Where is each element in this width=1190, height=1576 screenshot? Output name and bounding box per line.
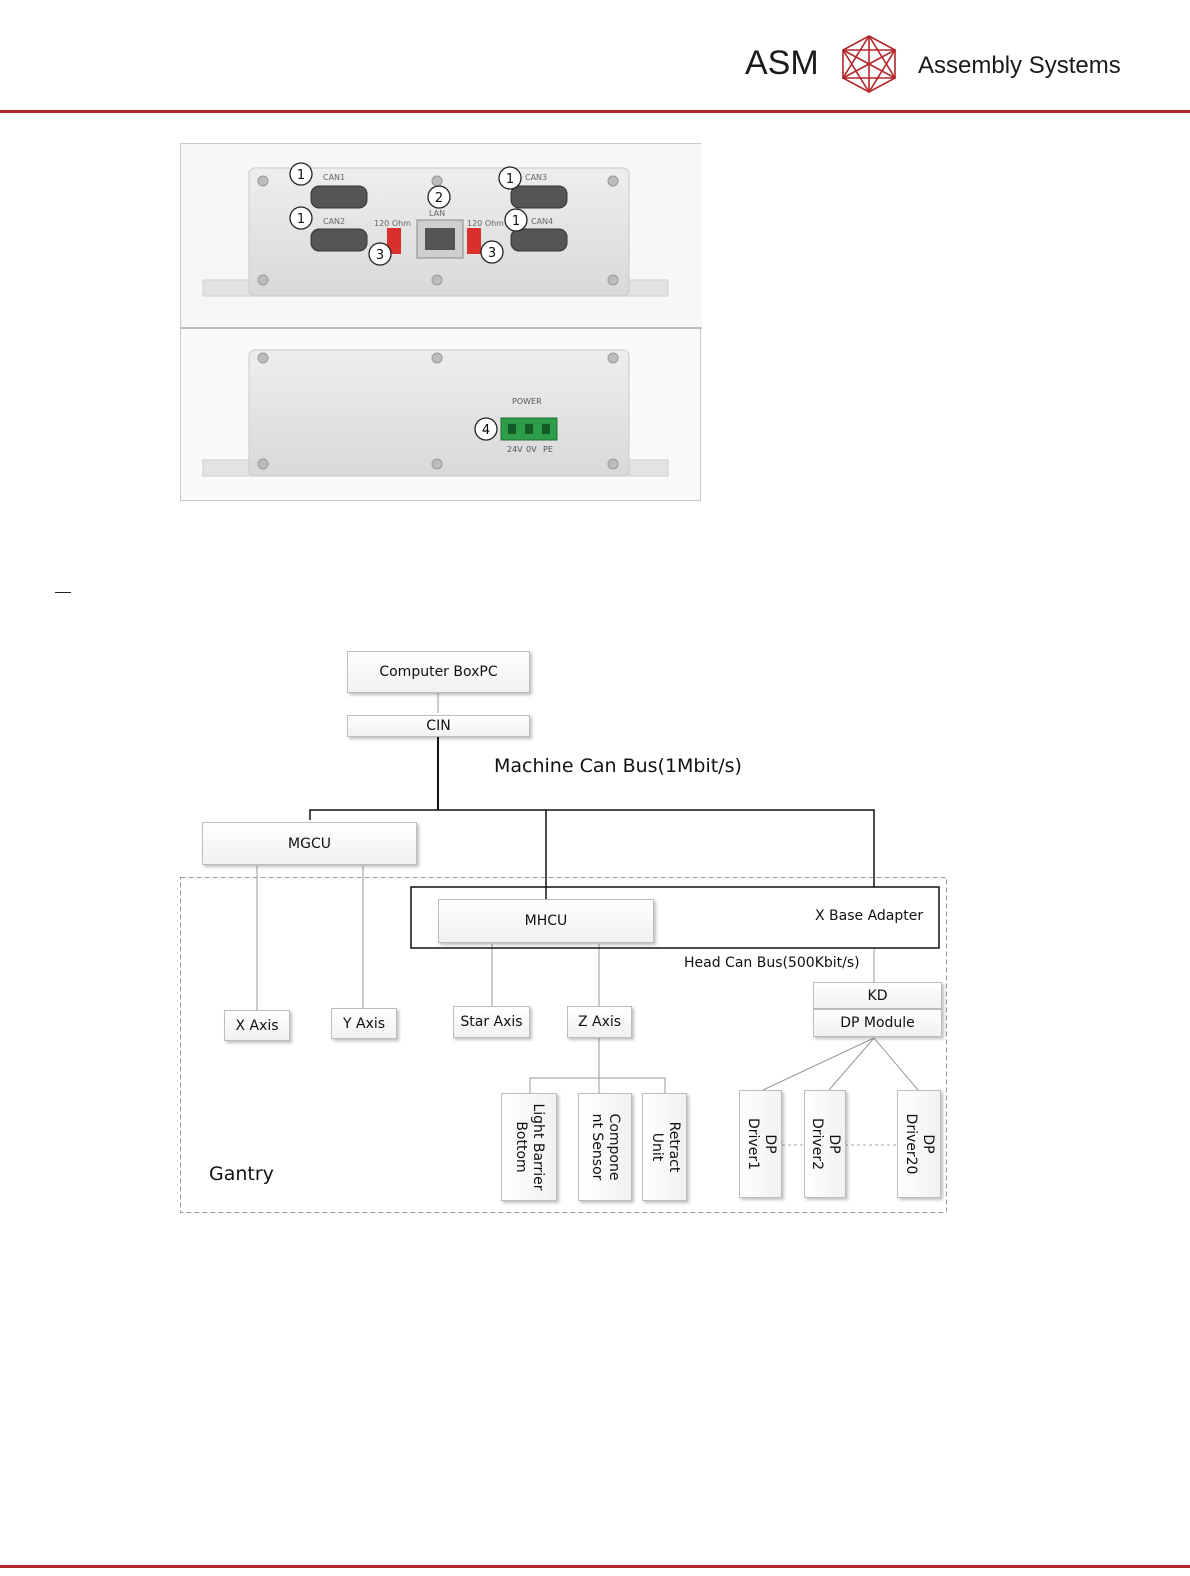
label-can4: CAN4 [531,217,553,226]
label-ohm-left: 120 Ohm [374,219,411,228]
callout-1c: 1 [506,172,514,187]
dp-driver1-box: DP Driver1 [739,1090,782,1198]
callout-4: 4 [482,423,490,438]
callout-1b: 1 [297,212,305,227]
light-barrier-bottom-box: Light Barrier Bottom [501,1093,557,1201]
callout-3a: 3 [376,248,384,263]
callout-3b: 3 [488,246,496,261]
label-can1: CAN1 [323,173,345,182]
header-rule [0,110,1190,113]
kd-box: KD [813,982,942,1009]
dp-driver20-box: DP Driver20 [897,1090,941,1198]
asm-logo-icon [841,35,897,94]
label-can3: CAN3 [525,173,547,182]
label-0v: 0V [526,445,537,454]
label-ohm-right: 120 Ohm [467,219,504,228]
component-sensor-box: Compone nt Sensor [578,1093,632,1201]
retract-unit-box: Retract Unit [642,1093,687,1201]
text-marker [55,592,71,593]
x-base-adapter-label: X Base Adapter [815,908,924,924]
device-photo: 1 1 1 1 2 3 3 CAN1 CAN2 CAN3 CAN4 LAN 12… [180,143,702,501]
callout-1a: 1 [297,168,305,183]
x-axis-box: X Axis [224,1010,290,1041]
z-axis-box: Z Axis [567,1006,632,1038]
callout-1d: 1 [512,214,520,229]
label-pe: PE [543,445,553,454]
head-can-bus-label: Head Can Bus(500Kbit/s) [684,955,860,971]
mhcu-box: MHCU [438,899,654,943]
label-can2: CAN2 [323,217,345,226]
footer-rule [0,1565,1190,1568]
star-axis-box: Star Axis [453,1006,530,1038]
gantry-label: Gantry [209,1163,274,1185]
computer-boxpc-box: Computer BoxPC [347,651,530,693]
callout-2: 2 [435,191,443,206]
company-name: Assembly Systems [918,52,1121,79]
device-illustration: 1 1 1 1 2 3 3 CAN1 CAN2 CAN3 CAN4 LAN 12… [181,144,702,477]
machine-can-bus-label: Machine Can Bus(1Mbit/s) [494,755,742,777]
label-power: POWER [512,397,542,406]
logo-wordmark: ASM [745,44,819,82]
cin-box: CIN [347,715,530,737]
y-axis-box: Y Axis [331,1008,397,1039]
label-lan: LAN [429,209,445,218]
dp-driver2-box: DP Driver2 [804,1090,846,1198]
mgcu-box: MGCU [202,822,417,865]
label-24v: 24V [507,445,523,454]
dp-module-box: DP Module [813,1009,942,1037]
